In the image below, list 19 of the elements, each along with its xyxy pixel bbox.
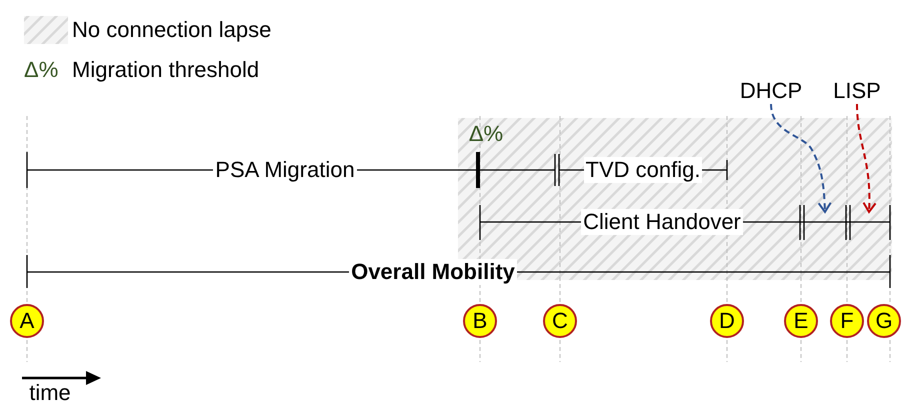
milestone-circle: F: [830, 304, 864, 338]
milestone-circle: G: [867, 304, 901, 338]
callout-text: LISP: [833, 78, 881, 104]
milestone-circle: B: [463, 304, 497, 338]
milestone-circle: C: [543, 304, 577, 338]
interval-label: Overall Mobility: [349, 259, 517, 285]
milestone-circle: D: [710, 304, 744, 338]
leader-arrow: [856, 104, 876, 213]
legend-text: No connection lapse: [72, 17, 272, 43]
threshold-symbol: Δ%: [24, 57, 58, 83]
legend-text: Migration threshold: [72, 57, 260, 83]
milestone-circle: E: [784, 304, 818, 338]
milestone-circle: A: [10, 304, 44, 338]
axis-label: time: [29, 380, 71, 405]
interval-label: TVD config.: [584, 157, 702, 183]
leader-arrow: [770, 104, 832, 213]
callout-text: DHCP: [740, 78, 802, 104]
interval-label: Client Handover: [581, 209, 743, 235]
threshold-symbol: Δ%: [468, 121, 504, 147]
